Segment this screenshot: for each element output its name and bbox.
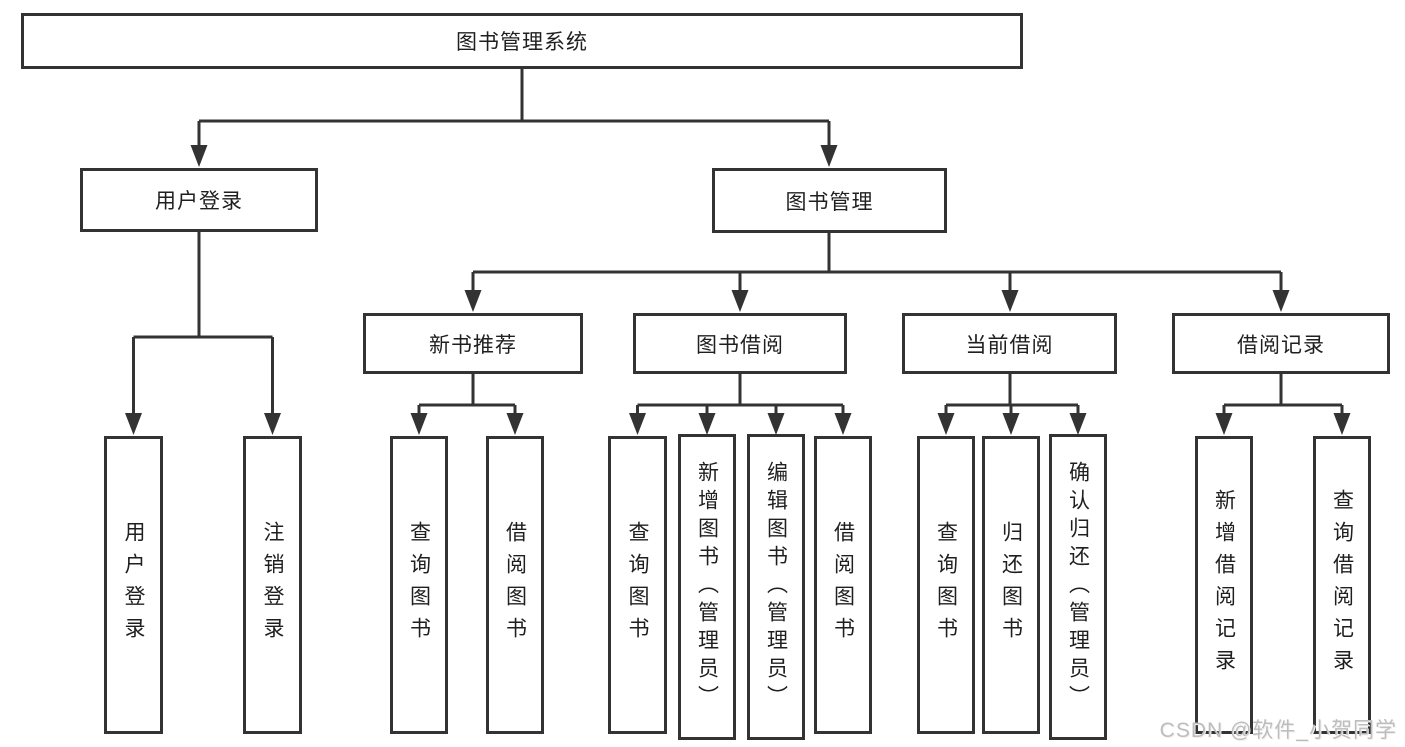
node-new-book-recommendation: 新书推荐 <box>363 313 583 374</box>
arrow-icon <box>820 145 838 167</box>
node-label: 确认归还（管理员） <box>1066 461 1090 713</box>
arrow-icon <box>506 413 524 435</box>
node-label: 注销登录 <box>261 521 284 649</box>
arrow-icon <box>410 413 428 435</box>
node-label: 查询图书 <box>407 521 431 649</box>
arrow-icon <box>190 145 208 167</box>
node-user-login: 用户登录 <box>80 168 318 232</box>
node-query-books-under-recommendation: 查询图书 <box>390 436 448 734</box>
arrow-icon <box>731 290 749 312</box>
arrow-icon <box>1272 290 1290 312</box>
node-label: 查询图书 <box>934 521 958 649</box>
node-label: 借阅图书 <box>503 521 527 649</box>
node-borrow-books-under-borrowing: 借阅图书 <box>814 436 872 734</box>
arrow-icon <box>1001 290 1019 312</box>
node-confirm-return-admin: 确认归还（管理员） <box>1049 434 1107 740</box>
arrow-icon <box>1333 413 1351 435</box>
arrow-icon <box>834 413 852 435</box>
node-edit-books-admin: 编辑图书（管理员） <box>747 434 805 740</box>
node-current-borrowing: 当前借阅 <box>902 313 1117 374</box>
node-borrowing-records: 借阅记录 <box>1172 313 1390 374</box>
arrow-icon <box>1069 413 1087 435</box>
arrow-icon <box>1002 413 1020 435</box>
node-query-books-under-current: 查询图书 <box>917 436 975 734</box>
node-query-books-under-borrowing: 查询图书 <box>608 436 667 734</box>
node-borrow-books-under-recommendation: 借阅图书 <box>486 436 544 734</box>
node-book-borrowing: 图书借阅 <box>633 313 847 374</box>
arrowheads <box>125 145 1351 435</box>
node-book-management: 图书管理 <box>712 168 947 233</box>
node-label: 借阅图书 <box>831 521 855 649</box>
arrow-icon <box>629 413 646 435</box>
node-query-borrow-record: 查询借阅记录 <box>1313 436 1371 734</box>
node-user-login-leaf: 用户登录 <box>104 436 163 734</box>
arrow-icon <box>1215 413 1233 435</box>
arrow-icon <box>698 413 716 435</box>
node-label: 查询借阅记录 <box>1330 489 1354 681</box>
arrow-icon <box>767 413 785 435</box>
csdn-watermark: CSDN @软件_小贺同学 <box>1159 719 1397 742</box>
arrow-icon <box>264 413 281 435</box>
arrow-icon <box>937 413 955 435</box>
node-add-books-admin: 新增图书（管理员） <box>678 434 736 740</box>
node-label: 新增借阅记录 <box>1212 489 1236 681</box>
node-label: 归还图书 <box>999 521 1023 649</box>
node-library-management-system: 图书管理系统 <box>21 13 1023 69</box>
arrow-icon <box>464 290 482 312</box>
node-add-borrow-record: 新增借阅记录 <box>1195 436 1253 734</box>
node-label: 新增图书（管理员） <box>695 461 719 713</box>
node-return-books: 归还图书 <box>982 436 1040 734</box>
node-label: 用户登录 <box>122 521 145 649</box>
node-label: 查询图书 <box>626 521 649 649</box>
arrow-icon <box>125 413 142 435</box>
node-logout-leaf: 注销登录 <box>243 436 302 734</box>
node-label: 编辑图书（管理员） <box>764 461 788 713</box>
